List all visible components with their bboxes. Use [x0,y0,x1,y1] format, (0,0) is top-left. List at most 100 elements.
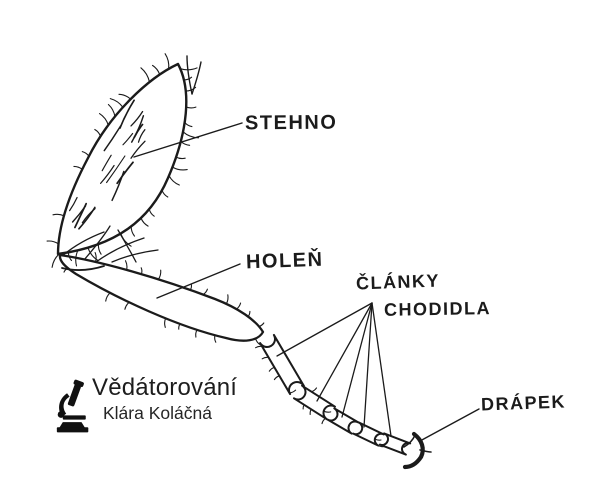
femur-texture-stroke [130,115,145,143]
microscope-icon [56,379,89,433]
femur-texture-stroke [137,129,146,143]
hair-stroke [148,208,155,217]
femur-outline [56,62,188,256]
hair-stroke [140,217,149,227]
joint-hair [83,225,111,261]
hair-stroke [140,67,151,83]
hair-stroke [214,334,217,343]
femur-texture-stroke [116,161,134,185]
leader-holen [156,263,241,299]
hair-stroke [202,288,208,296]
hair-stroke [184,121,193,128]
leader-clanky-5 [371,302,392,437]
label-chodidla: CHODIDLA [383,298,492,320]
leader-drapek [419,408,480,442]
hair-stroke [258,322,265,327]
femur-top-hair [191,61,202,95]
hair-stroke [168,175,180,186]
hair-stroke [75,249,79,267]
hair-stroke [98,113,109,126]
tibia-outline [58,253,265,342]
hair-stroke [175,156,186,160]
label-stehno: STEHNO [244,111,338,135]
hair-stroke [118,93,132,100]
claw-stroke [419,449,432,453]
hair-stroke [67,251,73,262]
hair-stroke [151,64,161,76]
femur-texture-stroke [68,196,78,212]
hair-stroke [94,252,97,263]
hair-stroke [183,76,193,81]
hair-stroke [46,240,60,245]
hair-stroke [374,438,382,441]
hair-stroke [171,166,188,171]
hair-stroke [81,151,90,157]
femur-texture-stroke [101,154,112,172]
femur-top-hair [186,55,193,95]
hair-stroke [310,387,318,393]
hair-stroke [105,292,111,302]
hair-stroke [288,389,297,394]
hair-stroke [376,444,385,448]
hair-stroke [94,128,102,137]
hair-stroke [130,225,136,237]
leader-clanky-3 [341,302,373,418]
femur-texture-stroke [106,155,126,184]
hair-stroke [247,310,251,318]
leader-clanky-4 [363,302,373,428]
joint-hair [111,249,159,263]
tarsus-segment [292,384,337,421]
hair-stroke [109,98,124,108]
tarsus-segment [259,333,305,396]
hair-stroke [254,337,261,346]
hair-stroke [178,323,181,330]
hair-stroke [195,329,198,338]
claw-stroke [402,431,425,470]
claw-stroke [403,434,416,448]
logo-title: Vědátorování [92,374,238,401]
hair-stroke [161,189,169,198]
hair-stroke [273,375,280,381]
joint-hair [95,237,145,263]
femur-texture-stroke [130,140,146,159]
hair-stroke [124,301,130,310]
hair-stroke [255,345,263,349]
hair-stroke [268,366,275,372]
tarsus-segment [378,432,412,456]
hair-stroke [189,284,193,291]
hair-stroke [164,53,170,70]
hair-stroke [87,247,99,262]
tibia-base-segment-line [61,265,105,271]
hair-stroke [164,317,167,328]
leader-clanky-2 [316,302,373,402]
hair-stroke [180,140,191,146]
hair-stroke [323,410,332,413]
tarsus-segment [352,421,385,447]
leader-stehno [133,122,243,158]
hair-stroke [261,356,270,360]
femur-texture-stroke [81,207,96,224]
joint-hair [117,229,137,263]
femur-texture-stroke [122,132,134,146]
hair-stroke [185,106,197,109]
hair-stroke [51,253,60,268]
joint-hair [61,231,105,257]
femur-texture-stroke [103,125,122,152]
hair-stroke [321,417,327,425]
hair-stroke [235,302,242,310]
hair-stroke [185,86,197,92]
hair-stroke [52,213,65,217]
hair-stroke [225,294,229,305]
hair-stroke [63,267,69,273]
hair-stroke [182,131,200,139]
hair-stroke [73,165,83,170]
label-clanky: ČLÁNKY [355,270,441,294]
hair-stroke [309,408,312,416]
label-drapek: DRÁPEK [480,391,567,415]
femur-texture-stroke [100,164,115,184]
label-holen: HOLEŇ [245,248,324,274]
hair-stroke [140,267,143,275]
leader-clanky-1 [276,302,373,357]
